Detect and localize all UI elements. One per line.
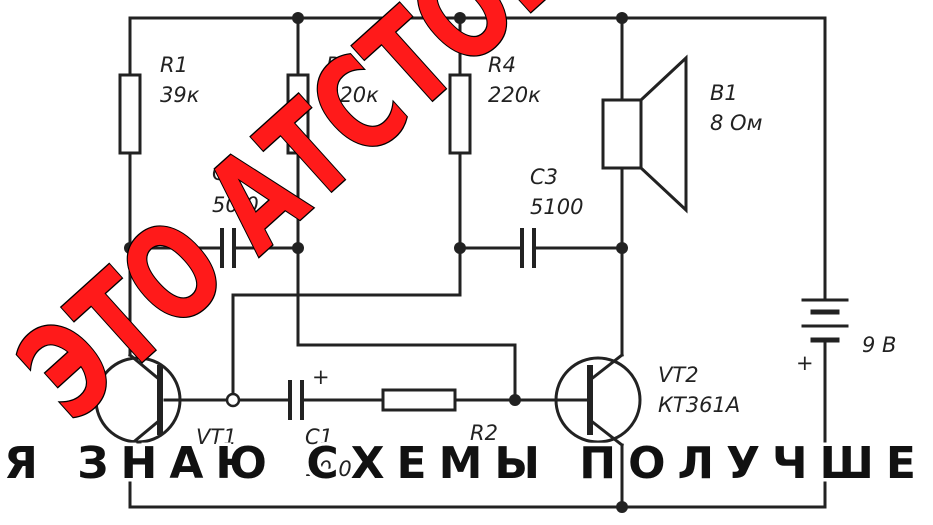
transistor-vt2 — [554, 352, 642, 448]
label-vt1-name: VT1 — [196, 425, 237, 449]
label-vt2-name: VT2 — [658, 363, 699, 387]
label-r3-value: 220к — [326, 83, 379, 107]
label-battery-value: 9 В — [862, 333, 896, 357]
label-r1-name: R1 — [160, 53, 188, 77]
label-r3-name: R3 — [326, 53, 354, 77]
label-b1-value: 8 Ом — [710, 111, 763, 135]
label-r1-value: 39к — [160, 83, 200, 107]
label-c3-name: C3 — [530, 165, 558, 189]
transistor-vt1 — [94, 352, 182, 448]
label-c2-plus: + — [240, 213, 258, 237]
label-c2-value: 50,0 — [212, 193, 259, 217]
label-c1-name: C1 — [305, 425, 333, 449]
label-c3-value: 5100 — [530, 195, 583, 219]
label-r4-name: R4 — [488, 53, 516, 77]
label-c1-plus: + — [312, 365, 330, 389]
label-r4-value: 220к — [488, 83, 541, 107]
speaker-b1 — [601, 54, 688, 214]
caption-text: Я ЗНАЮ СХЕМЫ ПОЛУЧШЕ — [4, 438, 928, 489]
label-c1-value: 10,0 — [305, 457, 352, 481]
junction-dots — [124, 12, 628, 513]
label-r2-name: R2 — [470, 421, 498, 445]
resistor-r2 — [381, 388, 457, 412]
label-battery-plus: + — [796, 351, 814, 375]
label-c2-name: C2 — [212, 161, 240, 185]
label-vt2-type: КТ361А — [658, 393, 740, 417]
label-b1-name: B1 — [710, 81, 738, 105]
resistor-r1 — [118, 73, 142, 155]
battery-symbol — [801, 298, 849, 343]
